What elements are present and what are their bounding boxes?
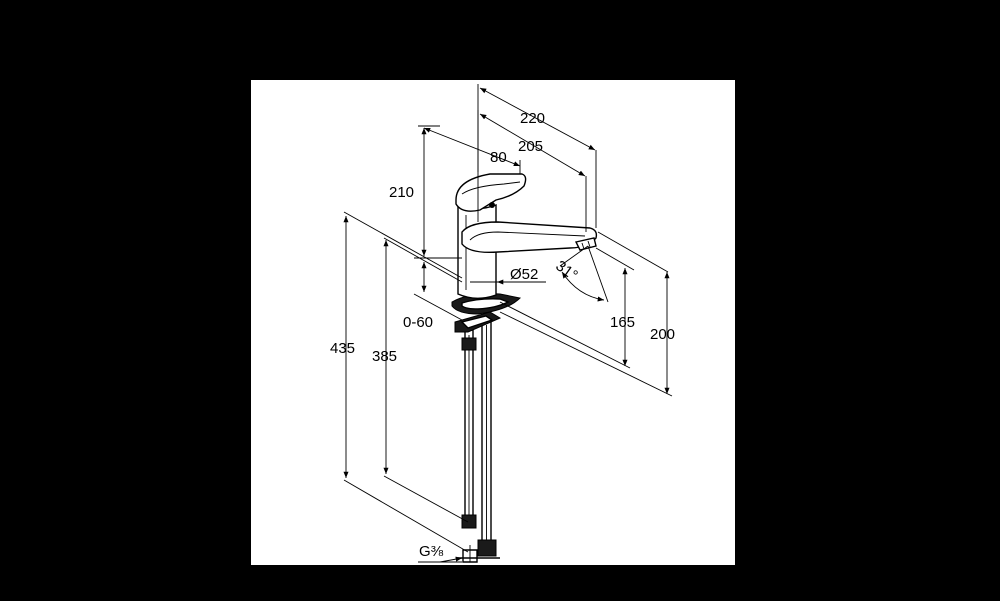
dim-label-thread-g38: G⅜ <box>419 543 444 560</box>
faucet-figure <box>451 173 598 563</box>
dim-label-31-degrees: 31° <box>552 257 580 284</box>
spout-aerator <box>574 237 597 251</box>
dim-label-435: 435 <box>330 340 355 357</box>
dim-label-165: 165 <box>610 314 635 331</box>
dimension-lines <box>343 84 673 563</box>
dimension-labels: 220 205 80 210 Ø52 31° 0-60 165 200 435 … <box>330 110 675 560</box>
hose-fitting-right <box>477 539 497 557</box>
dim-label-210: 210 <box>389 184 414 201</box>
faucet-spout <box>461 221 598 254</box>
hose-fitting-left <box>461 514 477 529</box>
dim-label-80: 80 <box>490 149 507 166</box>
dim-label-385: 385 <box>372 348 397 365</box>
dim-label-220: 220 <box>520 110 545 127</box>
dim-label-200: 200 <box>650 326 675 343</box>
dim-label-diameter-52: Ø52 <box>510 266 538 283</box>
dim-label-205: 205 <box>518 138 543 155</box>
dim-label-0-60: 0-60 <box>403 314 433 331</box>
